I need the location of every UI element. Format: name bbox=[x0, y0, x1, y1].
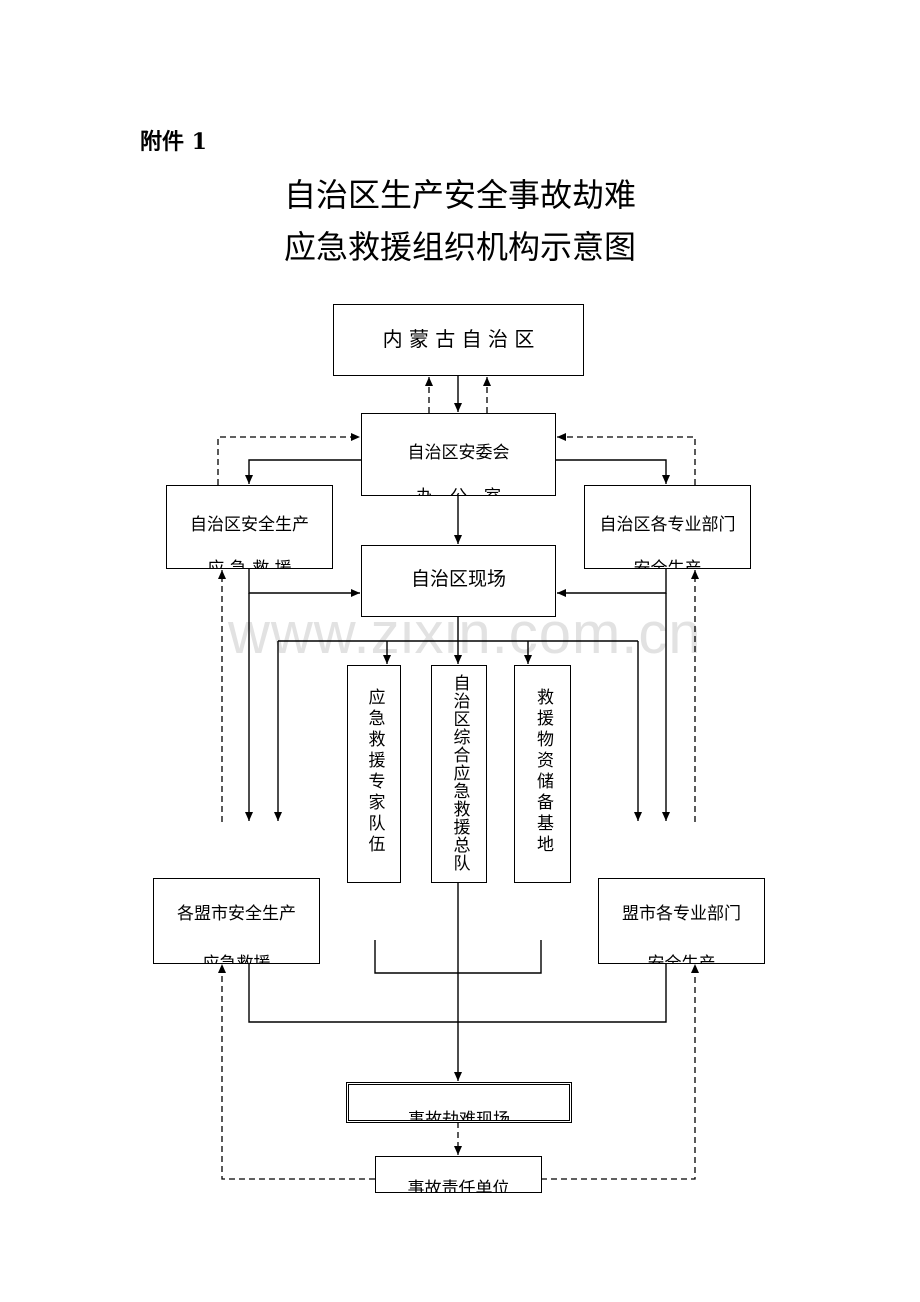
node-region-safety: 自治区安全生产 应 急 救 援 bbox=[166, 485, 333, 569]
node-region-depts: 自治区各专业部门 安全生产 bbox=[584, 485, 751, 569]
arrow-committee-to-region-safety bbox=[245, 459, 361, 484]
node-rescue-corps: 自治区综合应急救援总队 bbox=[431, 665, 487, 883]
node-label-2: 安全生产 bbox=[647, 954, 716, 964]
node-label: 救援物资储备基地 bbox=[533, 688, 553, 856]
node-label-2: 应急救援 bbox=[202, 954, 271, 964]
node-league-depts: 盟市各专业部门 安全生产 bbox=[598, 878, 765, 964]
node-label-2: 安全生产 bbox=[633, 559, 702, 569]
node-region-site: 自治区现场 bbox=[361, 545, 556, 617]
node-label: 内 蒙 古 自 治 区 bbox=[382, 327, 535, 351]
node-label: 各盟市安全生产 bbox=[177, 904, 296, 924]
node-inner-mongolia: 内 蒙 古 自 治 区 bbox=[333, 304, 584, 376]
node-label: 自治区安全生产 bbox=[190, 515, 309, 535]
league-join-line bbox=[248, 963, 667, 1023]
dashed-right-to-committee bbox=[557, 433, 696, 485]
dashed-left-to-committee bbox=[217, 433, 360, 485]
dashed-unit-to-league-safety bbox=[218, 964, 375, 1180]
arrow-left-to-site bbox=[248, 569, 360, 597]
node-label: 事故劫难现场 bbox=[408, 1110, 510, 1123]
node-label: 盟市各专业部门 bbox=[622, 904, 741, 924]
node-label: 自治区现场 bbox=[410, 568, 506, 590]
node-label: 自治区安委会 bbox=[407, 443, 510, 463]
node-accident-site: 事故劫难现场 bbox=[346, 1082, 572, 1123]
title-line-2: 应急救援组织机构示意图 bbox=[283, 228, 636, 266]
title-line-1: 自治区生产安全事故劫难 bbox=[283, 176, 636, 214]
node-supply-base: 救援物资储备基地 bbox=[514, 665, 571, 883]
node-label-2: 办 公 室 bbox=[362, 482, 555, 495]
annex-label: 附件 1 bbox=[140, 129, 207, 155]
arrow-right-to-site bbox=[557, 569, 667, 597]
node-label-2: 应 急 救 援 bbox=[207, 559, 292, 569]
arrow-committee-to-region-depts bbox=[556, 459, 670, 484]
node-expert-team: 应急救援专家队伍 bbox=[347, 665, 401, 883]
node-label: 事故责任单位 bbox=[407, 1179, 510, 1193]
node-label: 应急救援专家队伍 bbox=[364, 688, 385, 856]
node-label: 自治区各专业部门 bbox=[599, 515, 736, 535]
node-responsible-unit: 事故责任单位 bbox=[375, 1156, 542, 1193]
dashed-unit-to-league-depts bbox=[541, 964, 699, 1180]
node-league-safety: 各盟市安全生产 应急救援 bbox=[153, 878, 320, 964]
node-label: 自治区综合应急救援总队 bbox=[449, 674, 470, 872]
node-safety-committee: 自治区安委会 办 公 室 bbox=[361, 413, 556, 496]
